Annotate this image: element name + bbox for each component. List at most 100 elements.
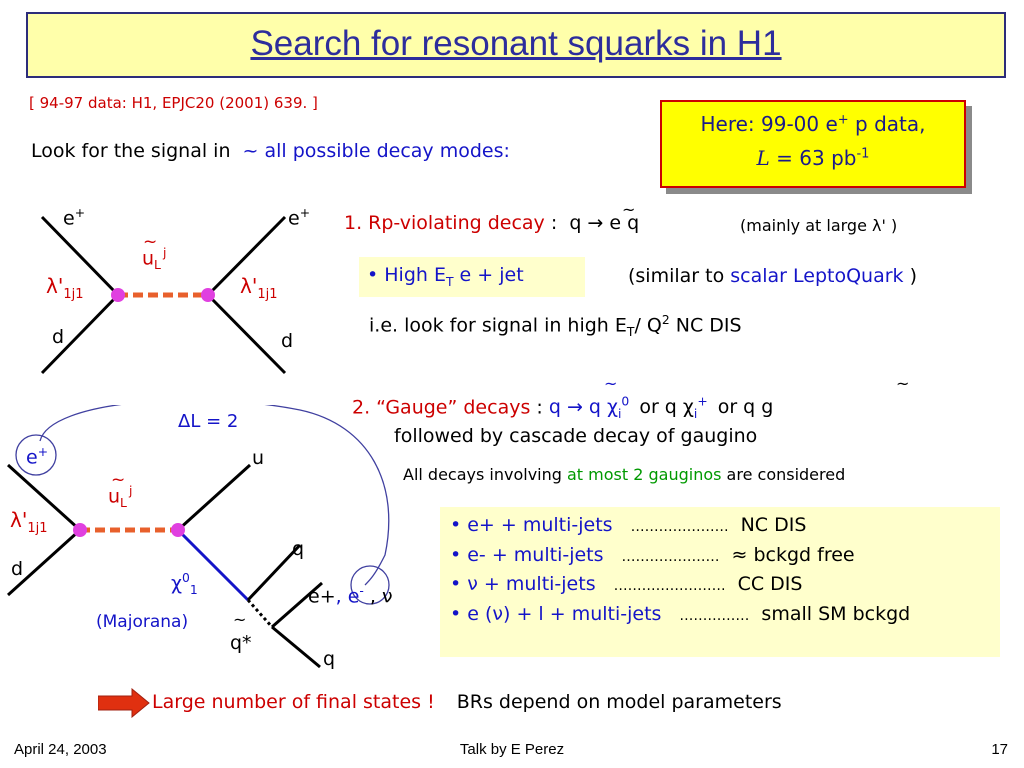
high-et-box: • High ET e + jet xyxy=(359,257,585,297)
diagram2-lambda: λ'1j1 xyxy=(10,508,48,536)
diagram2-leptons-label: e+, e- , ν xyxy=(308,584,393,607)
diagram2-u-line xyxy=(176,463,252,532)
conclusion-line: Large number of final states ! BRs depen… xyxy=(152,691,782,713)
final-state-dots: ………………… xyxy=(621,549,720,565)
diagram1-lambda-left-sub: 1j1 xyxy=(63,287,84,302)
diagram2-eminus-circle xyxy=(350,565,390,605)
decay1-squark-tilde: ~ xyxy=(622,200,636,219)
footer-talk: Talk by E Perez xyxy=(459,741,565,758)
final-state-background: small SM bckgd xyxy=(761,603,911,625)
footer-page: 17 xyxy=(991,741,1008,758)
diagram1-e-right-label: e+ xyxy=(288,206,310,229)
similar-prefix: (similar to xyxy=(628,265,731,287)
diagram2-squark-label: uLj xyxy=(108,484,132,511)
here-line1: Here: 99-00 e+ p data, xyxy=(662,112,964,136)
final-state-row: • ν + multi-jets……………………CC DIS xyxy=(450,573,802,595)
decay1-colon: : xyxy=(544,212,558,234)
decay1-line: 1. Rp-violating decay : q → e q xyxy=(344,212,639,234)
diagram1-lambda-right: λ'1j1 xyxy=(240,274,278,302)
here-line2-text: = 63 pb xyxy=(769,146,857,170)
diagram2-leptons-eminus-sup: - xyxy=(359,584,364,598)
high-et-bullet: • High E xyxy=(367,264,446,286)
decay2-or1-text: or q χ xyxy=(633,396,694,419)
followed-text: followed by cascade decay of gaugino xyxy=(394,425,758,447)
diagram2-neutralino-line xyxy=(176,528,250,602)
final-state-dots: …………………… xyxy=(613,578,726,594)
final-state-channel: • e (ν) + l + multi-jets xyxy=(450,603,662,625)
luminosity-symbol: L xyxy=(756,146,770,170)
diagram1-e-left-sup: + xyxy=(74,206,86,220)
diagram2-eplus-sup: + xyxy=(37,445,49,459)
ie-sub: T xyxy=(626,325,635,340)
diagram1-squark-label: uLj xyxy=(142,246,166,272)
decay2-chi2-sup: + xyxy=(697,395,708,409)
diagram1-e-right-text: e xyxy=(288,207,300,230)
diagram2-q-lower-line xyxy=(271,625,321,669)
diagram2-vertex-right xyxy=(171,523,185,537)
feynman-diagram-gauge xyxy=(6,405,390,669)
here-line1-rest: p data, xyxy=(848,112,926,136)
diagram2-chi-sup: 0 xyxy=(181,571,190,585)
decay2-process-group: q → q χi0 xyxy=(548,395,630,421)
decay2-chi1-sup: 0 xyxy=(621,395,630,409)
diagram1-e-left-text: e xyxy=(63,207,75,230)
final-state-channel: • e- + multi-jets xyxy=(450,544,604,566)
here-line1-text: Here: 99-00 e xyxy=(700,112,838,136)
diagram1-e-left-line xyxy=(40,215,120,297)
diagram1-e-right-sup: + xyxy=(299,206,311,220)
high-et-sub: T xyxy=(445,274,454,289)
diagram2-q-upper-line xyxy=(246,543,302,602)
diagram2-squark-sub: L xyxy=(120,496,127,511)
decay2-chi2-sub: i xyxy=(693,407,698,422)
diagram1-e-left-label: e+ xyxy=(63,206,85,229)
diagram1-squark-text: u xyxy=(142,247,155,270)
qstar-tilde: ~ xyxy=(233,610,247,629)
diagram1-vertex-right xyxy=(201,288,215,302)
final-state-background: ≈ bckgd free xyxy=(731,544,855,566)
diagram1-d-left-line xyxy=(40,293,120,375)
delta-l-label: ΔL = 2 xyxy=(178,411,239,432)
similar-suffix: ) xyxy=(903,265,918,287)
diagram2-lepton-line xyxy=(271,581,323,629)
decay2-tilde-q: ~ xyxy=(604,374,618,393)
decay2-process: q → q χ xyxy=(548,396,618,419)
diagram2-d-label: d xyxy=(11,558,24,580)
diagram2-chi-text: χ xyxy=(171,572,182,595)
decay2-label: 2. “Gauge” decays xyxy=(352,396,531,419)
diagram2-d-line xyxy=(6,528,82,597)
conclusion-rest: BRs depend on model parameters xyxy=(456,691,782,713)
decay1-note: (mainly at large λ' ) xyxy=(740,216,898,235)
diagram1-lambda-left-text: λ' xyxy=(46,274,64,298)
here-line2: L = 63 pb-1 xyxy=(662,146,964,170)
reference: [ 94-97 data: H1, EPJC20 (2001) 639. ] xyxy=(29,94,318,112)
majorana-label: (Majorana) xyxy=(96,612,189,632)
diagram1-e-right-line xyxy=(206,215,287,297)
diagram2-vertex-left xyxy=(73,523,87,537)
all-decays-line: All decays involving at most 2 gauginos … xyxy=(403,465,845,484)
diagram1-d-right: d xyxy=(281,330,294,352)
diagram2-leptons-eminus: , e xyxy=(335,585,360,608)
diagram2-squark-tilde: ~ xyxy=(111,470,126,490)
decay2-or2: or q g xyxy=(711,396,774,419)
final-state-channel: • e+ + multi-jets xyxy=(450,514,613,536)
diagram2-squark-text: u xyxy=(108,485,121,508)
diagram1-lambda-right-sub: 1j1 xyxy=(257,287,278,302)
diagram1-d-right-line xyxy=(206,293,287,375)
decay2-or1-group: or q χi+ xyxy=(629,395,708,422)
ie-line: i.e. look for signal in high ET/ Q2 NC D… xyxy=(369,313,742,339)
diagram1-lambda-left: λ'1j1 xyxy=(46,274,84,302)
diagram2-chi-label: χ01 xyxy=(171,571,198,597)
right-arrow-icon xyxy=(98,688,150,718)
decay2-line: 2. “Gauge” decays : q → q χi0 or q χi+ o… xyxy=(352,395,773,421)
title-box: Search for resonant squarks in H1 xyxy=(26,12,1006,78)
diagram2-q-upper-label: q xyxy=(292,538,305,560)
diagram2-u-label: u xyxy=(252,447,265,469)
diagram2-eplus-label: e+ xyxy=(26,445,48,468)
qstar-label: q* xyxy=(230,632,252,654)
final-state-row: • e- + multi-jets ………………… ≈ bckgd free xyxy=(450,544,855,566)
diagram1-vertex-left xyxy=(111,288,125,302)
final-state-dots: …………… xyxy=(679,608,750,624)
final-state-background: CC DIS xyxy=(737,573,803,595)
footer-date: April 24, 2003 xyxy=(14,741,107,758)
diagram2-lepton-number-arc xyxy=(39,405,390,586)
